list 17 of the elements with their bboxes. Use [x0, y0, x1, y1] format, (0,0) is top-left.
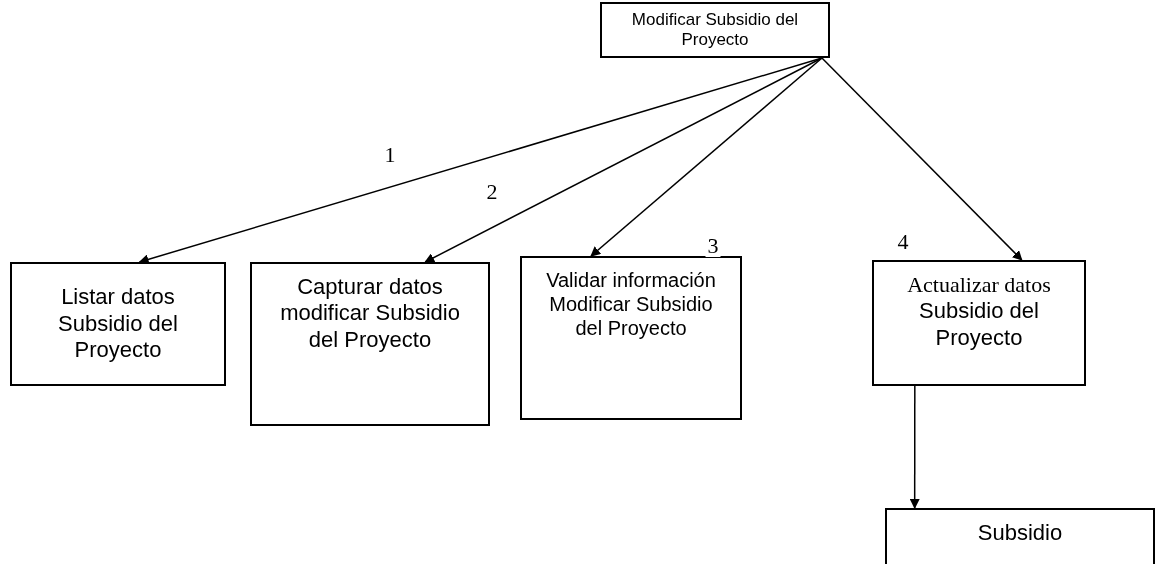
box-text: Actualizar datos: [907, 272, 1051, 299]
arrow: [909, 385, 920, 509]
process-box: [872, 260, 1086, 386]
process-box: [885, 508, 1155, 564]
box-text: Listar datos Subsidio del Proyecto: [57, 284, 179, 364]
box-text: Capturar datos modificar Subsidio del Proyecto: [280, 274, 460, 354]
arrow: [424, 57, 823, 263]
arrow: [590, 57, 823, 257]
process-box: [600, 2, 830, 58]
process-box: [520, 256, 742, 420]
box-text: Subsidio del Proyecto: [918, 298, 1040, 352]
box-text: Validar información Modificar Subsidio del Proyecto: [545, 268, 717, 340]
arrow: [821, 57, 1023, 261]
process-box: [250, 262, 490, 426]
process-box: [10, 262, 226, 386]
box-text: Subsidio: [977, 520, 1063, 547]
box-text: Modificar Subsidio del Proyecto: [630, 9, 800, 51]
